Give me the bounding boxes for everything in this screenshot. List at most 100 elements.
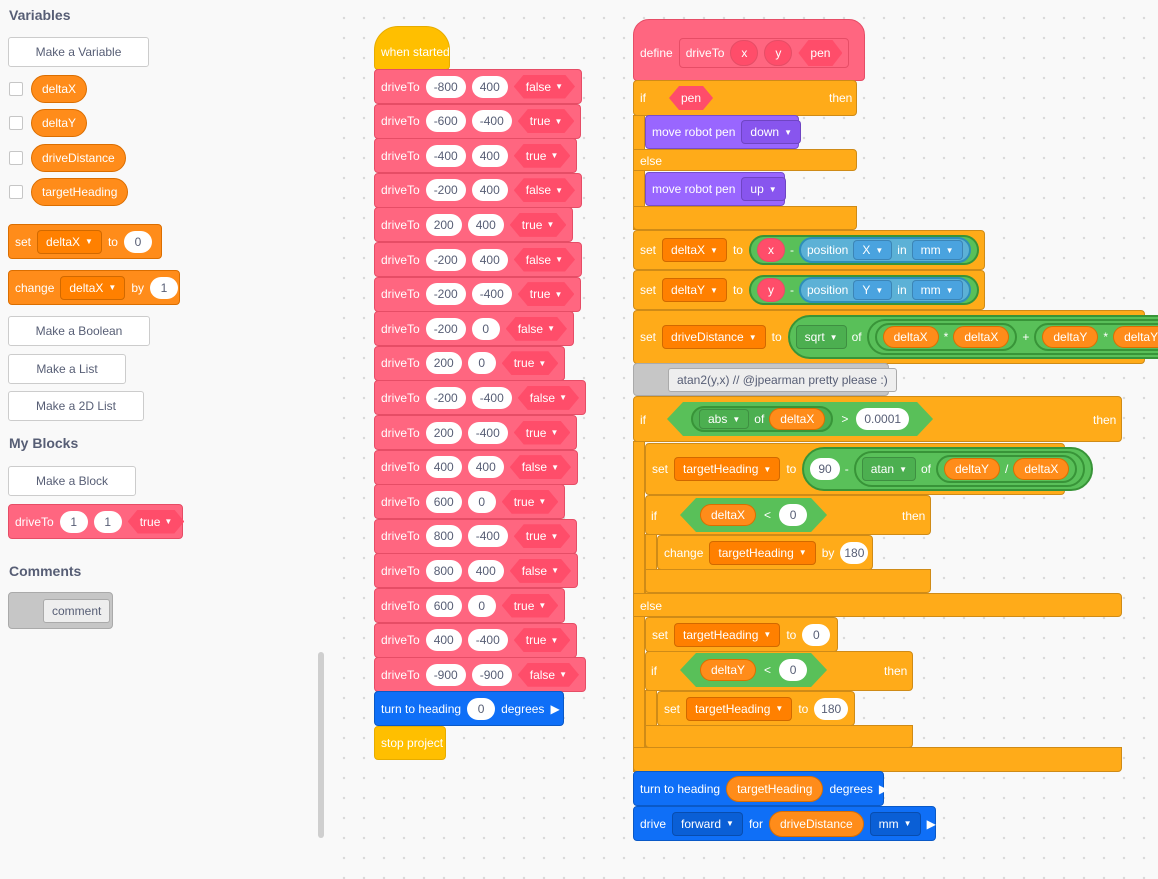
y-input[interactable]: 400 xyxy=(471,75,508,98)
pen-boolean[interactable]: false▼ xyxy=(510,559,571,583)
x-input[interactable]: 200 xyxy=(425,213,462,236)
if-else-block[interactable] xyxy=(633,80,857,116)
y-input[interactable]: -400 xyxy=(467,421,508,444)
make-2d-list-button[interactable]: Make a 2D List xyxy=(8,391,144,421)
variable-dropdown[interactable]: deltaX▼ xyxy=(662,238,727,262)
variable-reporter[interactable]: deltaY xyxy=(1042,326,1099,348)
x-input[interactable]: -400 xyxy=(425,144,466,167)
arg-y[interactable]: y xyxy=(756,278,785,302)
y-input[interactable]: -400 xyxy=(467,525,508,548)
function-dropdown[interactable]: atan▼ xyxy=(861,457,916,481)
y-input[interactable]: -400 xyxy=(471,283,512,306)
comment-field[interactable]: atan2(y,x) // @jpearman pretty please :) xyxy=(668,367,897,392)
x-input[interactable]: -900 xyxy=(425,663,466,686)
param-y[interactable]: y xyxy=(764,40,793,66)
set-variable-block[interactable]: set deltaX▼ to 0 xyxy=(8,224,162,259)
y-input[interactable]: 0 xyxy=(467,352,496,375)
pen-boolean[interactable]: false▼ xyxy=(510,455,571,479)
y-input[interactable]: -400 xyxy=(467,629,508,652)
y-input[interactable]: 0 xyxy=(471,317,500,340)
y-input[interactable]: 400 xyxy=(467,559,504,582)
pen-boolean[interactable]: false▼ xyxy=(518,663,579,687)
y-input[interactable]: 400 xyxy=(471,179,508,202)
define-block[interactable]: define driveTo x y pen xyxy=(633,19,865,81)
variable-reporter[interactable]: targetHeading xyxy=(726,775,824,802)
y-input[interactable]: 0 xyxy=(467,594,496,617)
sqrt-operator[interactable]: sqrt▼ of deltaX * deltaX + deltaY * delt… xyxy=(787,315,1158,359)
y-input[interactable]: 1 xyxy=(93,510,122,533)
stop-project-block[interactable]: stop project xyxy=(374,726,446,760)
pen-boolean[interactable]: true▼ xyxy=(502,490,559,514)
less-than-operator[interactable]: deltaX < 0 xyxy=(680,498,827,532)
set-deltay-block[interactable]: set deltaY▼ to y - position Y▼ in mm▼ xyxy=(633,270,985,310)
move-robot-pen-block[interactable]: move robot pen down▼ xyxy=(645,115,801,149)
value-input[interactable]: 0 xyxy=(779,659,807,681)
less-than-operator[interactable]: deltaY < 0 xyxy=(680,653,827,687)
x-input[interactable]: 200 xyxy=(425,352,462,375)
x-input[interactable]: -200 xyxy=(425,248,466,271)
comment-block[interactable]: atan2(y,x) // @jpearman pretty please :) xyxy=(633,363,897,396)
pen-boolean[interactable]: true▼ xyxy=(502,351,559,375)
x-input[interactable]: 400 xyxy=(425,629,462,652)
add-operator[interactable]: deltaX * deltaX + deltaY * deltaY xyxy=(866,319,1158,355)
greater-than-operator[interactable]: abs▼ of deltaX > 0.0001 xyxy=(667,402,933,436)
divide-operator[interactable]: deltaY / deltaX xyxy=(936,455,1078,483)
variable-reporter[interactable]: deltaY xyxy=(700,659,756,681)
param-pen[interactable]: pen xyxy=(798,40,842,66)
variable-dropdown[interactable]: deltaX▼ xyxy=(60,275,126,300)
x-input[interactable]: 400 xyxy=(425,456,462,479)
variable-reporter[interactable]: deltaX xyxy=(700,504,756,526)
param-x[interactable]: x xyxy=(730,40,759,66)
pen-dropdown[interactable]: up▼ xyxy=(741,177,786,201)
variable-reporter[interactable]: deltaX xyxy=(953,326,1010,348)
x-input[interactable]: -200 xyxy=(425,283,466,306)
make-variable-button[interactable]: Make a Variable xyxy=(8,37,149,67)
unit-dropdown[interactable]: mm▼ xyxy=(911,240,963,260)
variable-dropdown[interactable]: targetHeading▼ xyxy=(686,696,793,721)
y-input[interactable]: 400 xyxy=(467,213,504,236)
multiply-operator[interactable]: deltaY * deltaY xyxy=(1034,323,1158,351)
variable-reporter[interactable]: deltaY xyxy=(944,458,1001,480)
change-variable-block[interactable]: change deltaX▼ by 1 xyxy=(8,270,180,305)
x-input[interactable]: 1 xyxy=(59,510,88,533)
pen-boolean[interactable]: false▼ xyxy=(506,317,567,341)
y-input[interactable]: -900 xyxy=(471,663,512,686)
turn-to-heading-block[interactable]: turn to heading targetHeading degrees ▶ xyxy=(633,771,888,806)
palette-scrollbar[interactable] xyxy=(318,652,324,838)
pen-boolean[interactable]: false▼ xyxy=(514,75,575,99)
pen-boolean[interactable]: true▼ xyxy=(514,628,571,652)
multiply-operator[interactable]: deltaX * deltaX xyxy=(874,323,1018,351)
value-input[interactable]: 180 xyxy=(840,541,869,564)
subtract-operator[interactable]: 90 - atan▼ of deltaY / deltaX xyxy=(802,447,1094,491)
value-input[interactable]: 1 xyxy=(150,276,179,299)
variable-checkbox[interactable] xyxy=(9,82,23,96)
variable-dropdown[interactable]: targetHeading▼ xyxy=(674,622,781,647)
variable-checkbox[interactable] xyxy=(9,116,23,130)
comment-block[interactable]: comment xyxy=(8,592,113,629)
unit-dropdown[interactable]: mm▼ xyxy=(911,280,963,300)
variable-reporter[interactable]: deltaY xyxy=(1113,326,1158,348)
function-dropdown[interactable]: sqrt▼ xyxy=(795,325,847,349)
change-targetheading-block[interactable]: change targetHeading▼ by 180 xyxy=(657,535,873,570)
pen-boolean[interactable]: true▼ xyxy=(510,213,567,237)
variable-reporter[interactable]: driveDistance xyxy=(31,144,126,172)
function-dropdown[interactable]: abs▼ xyxy=(699,409,749,429)
pen-boolean[interactable]: false▼ xyxy=(518,386,579,410)
pen-boolean[interactable]: true▼ xyxy=(518,109,575,133)
variable-checkbox[interactable] xyxy=(9,151,23,165)
y-input[interactable]: 0 xyxy=(467,490,496,513)
x-input[interactable]: -600 xyxy=(425,110,466,133)
subtract-operator[interactable]: x - position X▼ in mm▼ xyxy=(748,235,979,265)
value-input[interactable]: 0 xyxy=(779,504,807,526)
pen-dropdown[interactable]: down▼ xyxy=(741,120,801,144)
x-input[interactable]: -200 xyxy=(425,179,466,202)
make-block-button[interactable]: Make a Block xyxy=(8,466,136,496)
unit-dropdown[interactable]: mm▼ xyxy=(869,811,921,836)
